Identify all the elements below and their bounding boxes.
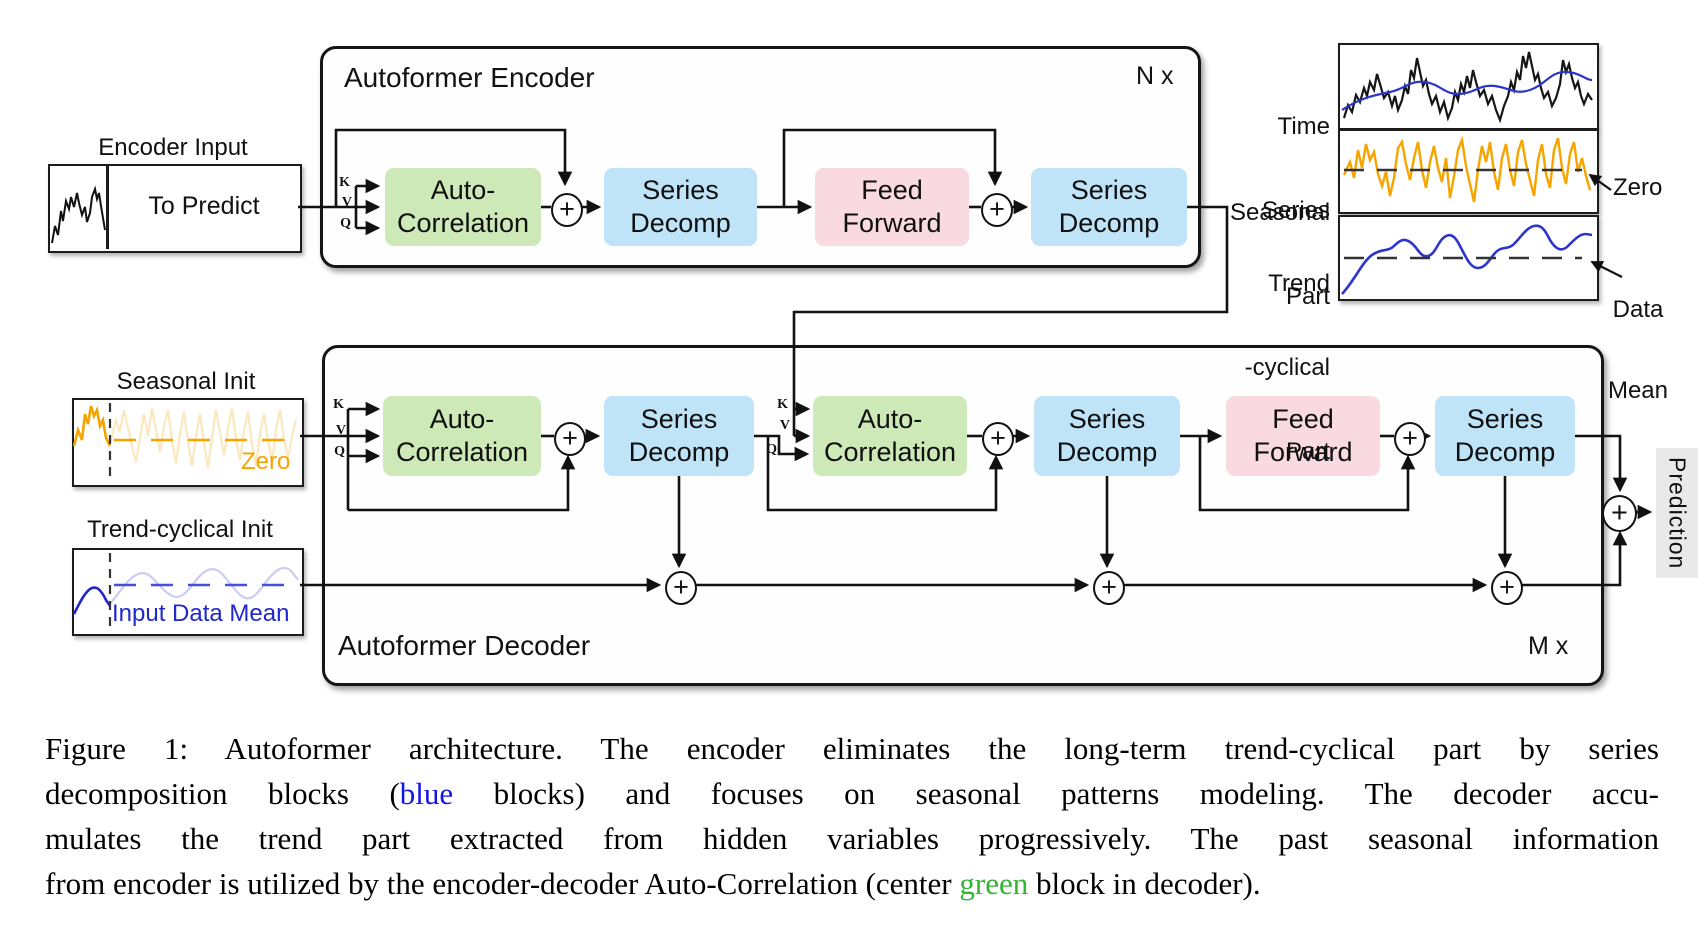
- decoder-auto-correlation-1-block: Auto- Correlation: [383, 396, 541, 476]
- encoder-k-port-label: K: [339, 175, 350, 190]
- caption-text: from encoder is utilized by the encoder-…: [45, 866, 960, 901]
- decoder-add-2: +: [982, 422, 1014, 456]
- trend-add-3: +: [1491, 571, 1523, 605]
- block-label: Series: [1466, 404, 1544, 434]
- seasonal-init-label: Seasonal Init: [116, 368, 256, 395]
- block-label: Decomp: [1056, 437, 1158, 467]
- decoder-ac1-v-port-label: V: [335, 423, 346, 438]
- block-label: Auto-: [429, 404, 495, 434]
- block-label: Auto-: [857, 404, 923, 434]
- caption-text: blocks) and focuses on seasonal patterns…: [453, 776, 1659, 811]
- block-label: Auto-: [430, 175, 496, 205]
- trend-cyclical-init-label: Trend-cyclical Init: [87, 516, 273, 543]
- decoder-ac1-q-port-label: Q: [334, 444, 345, 459]
- caption-text: mulates the trend part extracted from hi…: [45, 821, 1659, 856]
- legend-line: Part: [1285, 283, 1330, 310]
- legend-line: Trend: [1268, 270, 1330, 297]
- trend-cyclical-part-label: Trend -cyclical Part: [1230, 214, 1330, 522]
- decoder-ac2-q-port-label: Q: [766, 442, 777, 457]
- encoder-add-1: +: [551, 193, 583, 227]
- decoder-series-decomp-1-block: Series Decomp: [604, 396, 754, 476]
- encoder-auto-correlation-block: Auto- Correlation: [385, 168, 541, 246]
- seasonal-part-plot: [1338, 129, 1599, 214]
- block-label: Feed: [1272, 404, 1334, 434]
- block-label: Series: [1070, 175, 1148, 205]
- encoder-series-decomp-1-block: Series Decomp: [604, 168, 757, 246]
- encoder-q-port-label: Q: [340, 216, 351, 231]
- legend-line: Seasonal: [1230, 199, 1331, 226]
- input-data-mean-annotation: Input Data Mean: [112, 600, 290, 627]
- block-label: Feed: [861, 175, 923, 205]
- block-label: Series: [642, 175, 719, 205]
- legend-line: -cyclical: [1244, 354, 1330, 381]
- trend-add-1: +: [665, 571, 697, 605]
- encoder-input-label: Encoder Input: [98, 134, 248, 161]
- caption-blue-word: blue: [399, 776, 454, 811]
- decoder-ac1-k-port-label: K: [333, 397, 344, 412]
- trend-cyclical-plot: [1338, 215, 1599, 301]
- decoder-repeat-label: M x: [1528, 632, 1569, 660]
- prediction-label: Prediction: [1664, 456, 1691, 570]
- legend-line: Time: [1277, 113, 1330, 140]
- figure-caption: Figure 1: Autoformer architecture. The e…: [45, 726, 1659, 906]
- caption-line-3: mulates the trend part extracted from hi…: [45, 816, 1659, 861]
- decoder-series-decomp-2-block: Series Decomp: [1034, 396, 1180, 476]
- block-label: Decomp: [630, 208, 731, 238]
- decoder-add-3: +: [1394, 422, 1426, 456]
- decoder-title: Autoformer Decoder: [338, 630, 591, 661]
- caption-line-1: Figure 1: Autoformer architecture. The e…: [45, 726, 1659, 771]
- to-predict-cell: To Predict: [110, 164, 298, 249]
- block-label: Series: [640, 404, 718, 434]
- time-series-plot: [1338, 43, 1599, 130]
- block-label: Decomp: [1058, 208, 1160, 238]
- legend-line: Series: [1261, 197, 1330, 224]
- block-label: Correlation: [823, 437, 957, 467]
- block-label: Series: [1068, 404, 1146, 434]
- block-label: Correlation: [396, 208, 530, 238]
- annot-line: Data: [1612, 296, 1664, 323]
- encoder-feed-forward-block: Feed Forward: [815, 168, 969, 246]
- block-label: Forward: [842, 208, 942, 238]
- caption-line-4: from encoder is utilized by the encoder-…: [45, 861, 1659, 906]
- encoder-v-port-label: V: [341, 195, 352, 210]
- decoder-ac2-k-port-label: K: [777, 397, 788, 412]
- caption-line-2: decomposition blocks (blue blocks) and f…: [45, 771, 1659, 816]
- decoder-series-decomp-3-block: Series Decomp: [1435, 396, 1575, 476]
- legend-line: Part: [1285, 438, 1330, 465]
- caption-green-word: green: [959, 866, 1029, 901]
- block-label: Decomp: [1454, 437, 1556, 467]
- trend-add-2: +: [1093, 571, 1125, 605]
- encoder-title: Autoformer Encoder: [344, 62, 595, 93]
- to-predict-label: To Predict: [148, 192, 260, 220]
- data-mean-annotation: Data Mean: [1606, 242, 1670, 458]
- block-label: Correlation: [395, 437, 529, 467]
- prediction-output: Prediction: [1656, 448, 1698, 578]
- annot-line: Mean: [1607, 377, 1669, 404]
- seasonal-part-label: Seasonal Part: [1230, 143, 1330, 367]
- caption-text: decomposition blocks (: [45, 776, 400, 811]
- caption-text: Figure 1: Autoformer architecture. The e…: [45, 731, 1659, 766]
- encoder-repeat-label: N x: [1136, 62, 1174, 90]
- time-series-label: Time Series: [1230, 57, 1330, 281]
- decoder-add-1: +: [554, 422, 586, 456]
- decoder-ac2-v-port-label: V: [779, 418, 790, 433]
- encoder-add-2: +: [981, 193, 1013, 227]
- caption-text: block in decoder).: [1028, 866, 1261, 901]
- encoder-series-decomp-2-block: Series Decomp: [1031, 168, 1187, 246]
- decoder-auto-correlation-2-block: Auto- Correlation: [813, 396, 967, 476]
- seasonal-init-zero-annotation: Zero: [241, 448, 291, 475]
- zero-annotation: Zero: [1613, 174, 1663, 201]
- final-add: +: [1602, 495, 1637, 532]
- encoder-input-divider: [106, 164, 109, 249]
- block-label: Decomp: [628, 437, 730, 467]
